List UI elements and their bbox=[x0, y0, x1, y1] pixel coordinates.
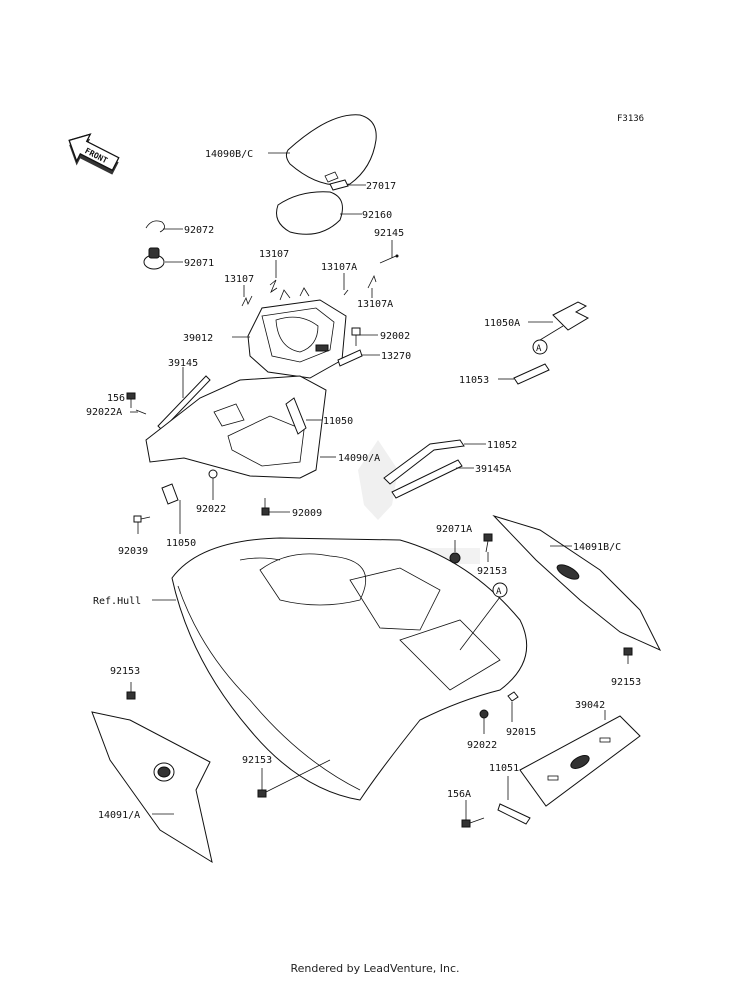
callout-a-lower: A bbox=[459, 582, 508, 651]
footer-credit: Rendered by LeadVenture, Inc. bbox=[290, 962, 460, 975]
label-13270: 13270 bbox=[381, 351, 411, 362]
part-156A-screw bbox=[461, 817, 485, 828]
part-39042-plate bbox=[519, 715, 641, 807]
part-92153-bolt-upper bbox=[483, 533, 493, 553]
label-11053: 11053 bbox=[459, 375, 489, 386]
label-92160: 92160 bbox=[362, 210, 392, 221]
label-92002: 92002 bbox=[380, 331, 410, 342]
label-156: 156 bbox=[107, 393, 125, 404]
part-13107-springs bbox=[241, 279, 278, 307]
label-39145: 39145 bbox=[168, 358, 198, 369]
part-13270-plate bbox=[337, 349, 363, 367]
label-92153-upper: 92153 bbox=[477, 566, 507, 577]
label-27017: 27017 bbox=[366, 181, 396, 192]
part-11053-strap bbox=[513, 363, 550, 385]
label-13107-top: 13107 bbox=[259, 249, 289, 260]
callout-a-upper: A bbox=[532, 325, 564, 355]
part-11051-strap bbox=[497, 803, 531, 825]
label-92145: 92145 bbox=[374, 228, 404, 239]
label-92022A: 92022A bbox=[86, 407, 122, 418]
label-92022-lower: 92022 bbox=[467, 740, 497, 751]
part-92071-grommet bbox=[143, 247, 165, 270]
part-92009-screw bbox=[261, 498, 270, 516]
label-14090bc: 14090B/C bbox=[205, 149, 253, 160]
label-156A: 156A bbox=[447, 789, 471, 800]
label-14091A: 14091/A bbox=[98, 810, 140, 821]
label-39145A: 39145A bbox=[475, 464, 511, 475]
label-11052: 11052 bbox=[487, 440, 517, 451]
part-92002-bolt bbox=[351, 327, 361, 346]
part-92153-bolt-right bbox=[623, 647, 633, 664]
part-11050-bracket-lower bbox=[161, 483, 179, 505]
label-13107-left: 13107 bbox=[224, 274, 254, 285]
label-11050A: 11050A bbox=[484, 318, 520, 329]
label-92153-right: 92153 bbox=[611, 677, 641, 688]
part-92072-clip bbox=[145, 220, 165, 233]
label-11050-lower: 11050 bbox=[166, 538, 196, 549]
label-14090A: 14090/A bbox=[338, 453, 380, 464]
part-11050A-bracket bbox=[552, 301, 590, 331]
label-92022-mid: 92022 bbox=[196, 504, 226, 515]
part-92022A-washer bbox=[135, 409, 147, 415]
part-92022-washer bbox=[208, 469, 218, 479]
part-39145A-strip bbox=[391, 459, 463, 499]
label-11050-upper: 11050 bbox=[323, 416, 353, 427]
part-92153-bolt-left bbox=[126, 682, 136, 700]
callout-a-lower-letter: A bbox=[496, 587, 502, 597]
part-92071A-grommet bbox=[449, 552, 461, 564]
callout-a-upper-letter: A bbox=[536, 344, 542, 354]
label-ref-hull: Ref.Hull bbox=[93, 596, 141, 607]
label-92009: 92009 bbox=[292, 508, 322, 519]
part-92022-washer-lower bbox=[479, 709, 489, 719]
figure-code: F3136 bbox=[617, 114, 644, 124]
label-39042: 39042 bbox=[575, 700, 605, 711]
label-92072: 92072 bbox=[184, 225, 214, 236]
part-14091A-side-panel bbox=[91, 711, 213, 864]
label-13107A-lower: 13107A bbox=[357, 299, 393, 310]
part-39012-storage-bucket bbox=[247, 287, 347, 379]
label-92153-bottom: 92153 bbox=[242, 755, 272, 766]
part-27017-pad bbox=[329, 179, 349, 191]
label-92153-left: 92153 bbox=[110, 666, 140, 677]
part-13107A-pins bbox=[343, 274, 377, 296]
hull-body bbox=[171, 537, 528, 801]
part-92145-spring bbox=[379, 254, 399, 264]
part-156-screw bbox=[126, 392, 136, 408]
part-92015-nut bbox=[507, 691, 519, 702]
label-14091bc: 14091B/C bbox=[573, 542, 621, 553]
front-arrow-icon: FRONT bbox=[68, 133, 120, 175]
part-11052-rail bbox=[383, 439, 465, 485]
label-13107A-upper: 13107A bbox=[321, 262, 357, 273]
label-92071: 92071 bbox=[184, 258, 214, 269]
label-11051: 11051 bbox=[489, 763, 519, 774]
label-39012: 39012 bbox=[183, 333, 213, 344]
part-92160-gasket bbox=[276, 191, 343, 235]
label-92071A: 92071A bbox=[436, 524, 472, 535]
part-14091bc-side-panel bbox=[492, 514, 662, 652]
part-14090A-deck bbox=[145, 375, 327, 479]
part-92039-bolt bbox=[133, 515, 151, 523]
label-92039: 92039 bbox=[118, 546, 148, 557]
part-14090bc-cover bbox=[285, 114, 377, 186]
part-11050-bracket-upper bbox=[285, 397, 307, 435]
label-92015: 92015 bbox=[506, 727, 536, 738]
